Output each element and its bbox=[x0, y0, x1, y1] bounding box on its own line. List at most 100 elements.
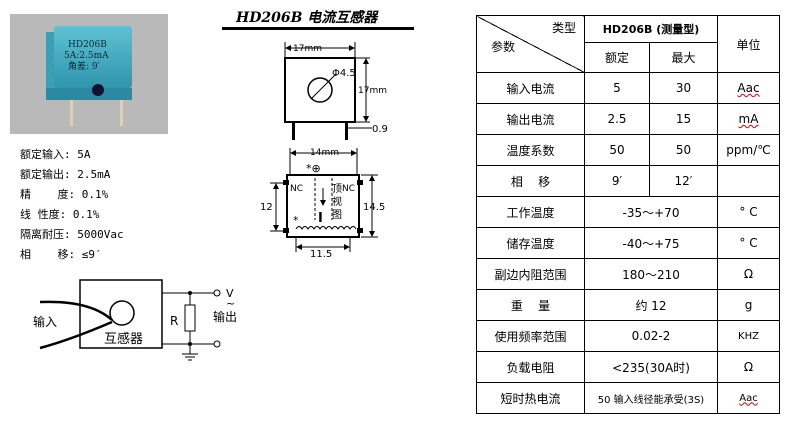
dim-top-height: 17mm bbox=[358, 86, 387, 96]
value-cell: -35～+70 bbox=[584, 196, 718, 228]
label-nc-left: NC bbox=[290, 184, 303, 194]
transformer-hole bbox=[92, 84, 104, 96]
value-cell: -40～+75 bbox=[584, 227, 718, 259]
rated-cell: 2.5 bbox=[584, 103, 650, 135]
transformer-body: HD206B 5A:2.5mA 角差: 9′ bbox=[54, 26, 132, 88]
param-cell: 相 移 bbox=[476, 165, 585, 197]
param-cell: 副边内阻范围 bbox=[476, 258, 585, 290]
photo-angle-text: 角差: 9′ bbox=[68, 62, 100, 72]
param-cell: 重 量 bbox=[476, 289, 585, 321]
param-cell: 输入电流 bbox=[476, 72, 585, 104]
photo-pin-left bbox=[70, 100, 73, 126]
table-row: 重 量 约 12 g bbox=[476, 289, 780, 321]
param-cell: 输出电流 bbox=[476, 103, 585, 135]
table-row: 温度系数 50 50 ppm/℃ bbox=[476, 134, 780, 166]
circuit-input-label: 输入 bbox=[33, 314, 57, 329]
dim-bottom-width: 14mm bbox=[310, 148, 339, 158]
label-top-view-2: 视 bbox=[332, 195, 342, 208]
transformer-bottom bbox=[46, 88, 132, 100]
header-rated: 额定 bbox=[584, 42, 650, 73]
photo-pin-right bbox=[120, 100, 123, 126]
label-top-view-3: 图 bbox=[332, 209, 342, 221]
max-cell: 12′ bbox=[649, 165, 718, 197]
dim-pin: 0.9 bbox=[372, 124, 388, 135]
spec-line: 线 性度: 0.1% bbox=[20, 208, 100, 221]
max-cell: 30 bbox=[649, 72, 718, 104]
spec-line: 精 度: 0.1% bbox=[20, 188, 109, 201]
unit-cell bbox=[717, 165, 780, 197]
table-row: 储存温度 -40～+75 ° C bbox=[476, 227, 780, 259]
unit-cell: KHZ bbox=[717, 320, 780, 352]
page-title: HD206B 电流互感器 bbox=[236, 10, 378, 26]
dim-height-left: 12 bbox=[260, 202, 273, 213]
value-cell: 50 输入线径能承受(3S) bbox=[584, 382, 718, 414]
circuit-tilde-label: ~ bbox=[226, 297, 235, 310]
max-cell: 15 bbox=[649, 103, 718, 135]
dim-top-width: 17mm bbox=[293, 44, 322, 54]
table-row: 输出电流 2.5 15 mA bbox=[476, 103, 780, 135]
label-top-view-1: 顶 bbox=[332, 183, 342, 195]
value-cell: 180～210 bbox=[584, 258, 718, 290]
dim-hole: Φ4.5 bbox=[332, 68, 356, 79]
table-row: 负载电阻 <235(30A时) Ω bbox=[476, 351, 780, 383]
spec-line: 额定输入: 5A bbox=[20, 148, 91, 161]
param-cell: 工作温度 bbox=[476, 196, 585, 228]
front-view-drawing bbox=[284, 42, 372, 140]
param-cell: 使用频率范围 bbox=[476, 320, 585, 352]
circuit-device-label: 互感器 bbox=[104, 331, 143, 347]
dim-pin-span: 11.5 bbox=[310, 249, 332, 260]
unit-cell: Ω bbox=[717, 351, 780, 383]
circuit-voltage-label: V bbox=[226, 287, 234, 300]
unit-cell: ppm/℃ bbox=[717, 134, 780, 166]
unit-cell: ° C bbox=[717, 227, 780, 259]
spec-line: 隔离耐压: 5000Vac bbox=[20, 228, 124, 241]
table-row: 相 移 9′ 12′ bbox=[476, 165, 780, 197]
rated-cell: 9′ bbox=[584, 165, 650, 197]
header-param: 参数 bbox=[491, 40, 516, 54]
product-photo: HD206B 5A:2.5mA 角差: 9′ bbox=[10, 14, 168, 134]
circuit-resistor-label: R bbox=[170, 314, 178, 328]
param-cell: 储存温度 bbox=[476, 227, 585, 259]
param-cell: 温度系数 bbox=[476, 134, 585, 166]
unit-cell: Aac bbox=[717, 382, 780, 414]
transformer-side bbox=[46, 32, 56, 92]
table-row: 工作温度 -35～+70 ° C bbox=[476, 196, 780, 228]
mark-star-circle: *⊕ bbox=[306, 162, 321, 175]
label-nc-right: NC bbox=[342, 184, 355, 194]
spec-line: 额定输出: 2.5mA bbox=[20, 168, 111, 181]
bottom-view-drawing bbox=[270, 148, 378, 252]
spec-line: 相 移: ≤9′ bbox=[20, 248, 102, 261]
header-model: HD206B (测量型) bbox=[584, 14, 718, 44]
header-diagonal-cell: 类型 参数 bbox=[476, 15, 585, 73]
circuit-diagram bbox=[39, 279, 221, 361]
photo-ratio-text: 5A:2.5mA bbox=[64, 51, 109, 61]
circuit-output-label: 输出 bbox=[213, 309, 237, 324]
header-max: 最大 bbox=[649, 42, 718, 73]
param-cell: 短时热电流 bbox=[476, 382, 585, 414]
table-row: 输入电流 5 30 Aac bbox=[476, 72, 780, 104]
mark-i: I bbox=[318, 211, 323, 226]
unit-cell: ° C bbox=[717, 196, 780, 228]
rated-cell: 50 bbox=[584, 134, 650, 166]
table-row: 副边内阻范围 180～210 Ω bbox=[476, 258, 780, 290]
unit-cell: g bbox=[717, 289, 780, 321]
mark-star: * bbox=[293, 214, 299, 227]
value-cell: 0.02-2 bbox=[584, 320, 718, 352]
title-underline bbox=[222, 27, 414, 30]
unit-cell: mA bbox=[717, 103, 780, 135]
rated-cell: 5 bbox=[584, 72, 650, 104]
header-type: 类型 bbox=[551, 21, 576, 35]
dim-height-right: 14.5 bbox=[363, 202, 385, 213]
value-cell: <235(30A时) bbox=[584, 351, 718, 383]
technical-drawings: 17mm Φ4.5 17mm 0.9 14mm *⊕ NC NC 顶 视 图 *… bbox=[33, 42, 388, 361]
param-cell: 负载电阻 bbox=[476, 351, 585, 383]
unit-cell: Ω bbox=[717, 258, 780, 290]
photo-model-text: HD206B bbox=[68, 40, 107, 50]
value-cell: 约 12 bbox=[584, 289, 718, 321]
table-row: 使用频率范围 0.02-2 KHZ bbox=[476, 320, 780, 352]
header-unit: 单位 bbox=[717, 15, 780, 73]
unit-cell: Aac bbox=[717, 72, 780, 104]
spec-table: 类型 参数 HD206B (测量型) 单位 额定 最大 输入电流 5 30 Aa… bbox=[476, 14, 780, 414]
table-row: 短时热电流 50 输入线径能承受(3S) Aac bbox=[476, 382, 780, 414]
max-cell: 50 bbox=[649, 134, 718, 166]
